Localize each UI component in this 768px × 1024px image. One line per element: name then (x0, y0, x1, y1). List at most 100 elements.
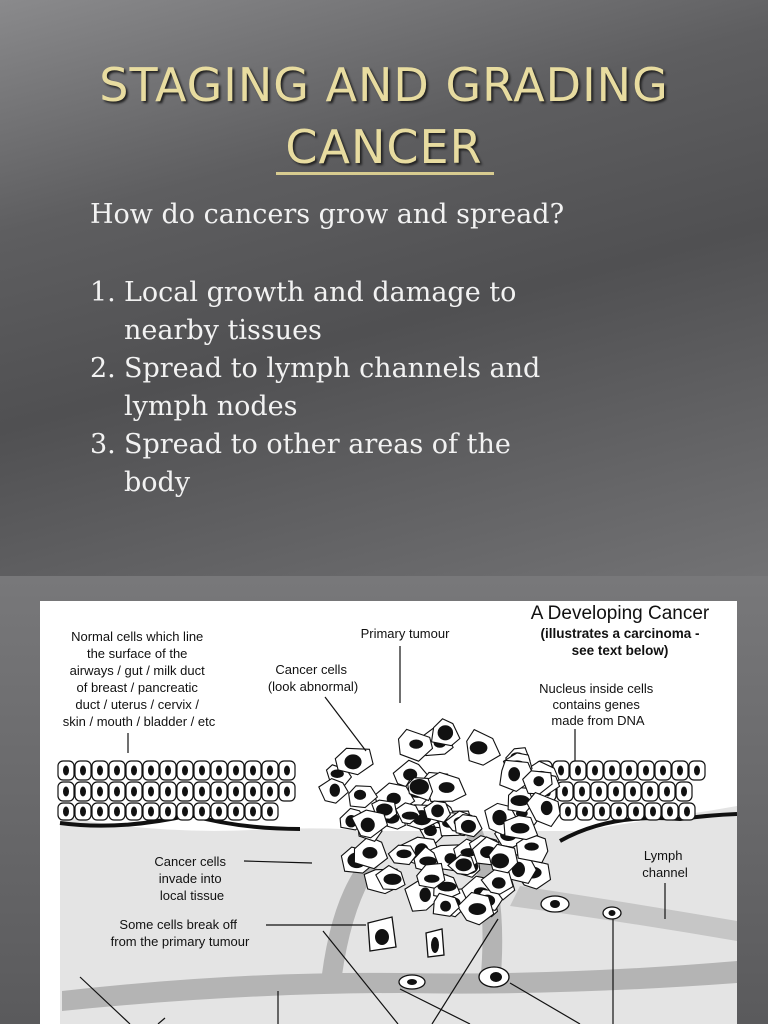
cancer-cell (318, 777, 350, 804)
normal-cell (556, 781, 574, 802)
lymph-channel-label: Lymph channel (642, 848, 688, 880)
cancer-cell (526, 791, 561, 828)
label-line: Some cells break off (119, 917, 237, 932)
cancer-cell (466, 728, 502, 766)
normal-cell (74, 781, 92, 802)
detached-cell (425, 928, 445, 958)
cancer-cell (488, 843, 519, 874)
label-line: (look abnormal) (268, 679, 358, 694)
normal-cell (586, 760, 604, 781)
cancer-cells-label: Cancer cells (look abnormal) (268, 662, 358, 694)
normal-cell (91, 781, 109, 802)
normal-cell (278, 781, 296, 802)
normal-cell (142, 760, 160, 781)
normal-cell (108, 802, 126, 821)
list-text-line: lymph nodes (124, 391, 298, 422)
detached-cell (540, 895, 570, 913)
normal-cell (74, 760, 92, 781)
tumour-cells (318, 718, 561, 926)
normal-cell (176, 781, 194, 802)
normal-cell (125, 781, 143, 802)
cancer-cell (447, 854, 477, 876)
normal-cell (142, 781, 160, 802)
normal-cell (261, 781, 279, 802)
normal-cell (159, 760, 177, 781)
normal-cell (108, 760, 126, 781)
cancer-cell (503, 815, 539, 841)
normal-cell (176, 802, 194, 821)
primary-tumour-label: Primary tumour (361, 626, 451, 641)
normal-cell (57, 781, 75, 802)
cancer-cell (348, 785, 379, 809)
pointer-lines (79, 646, 666, 1024)
normal-cell (108, 781, 126, 802)
cancer-cell (350, 809, 389, 839)
cancer-cell (353, 835, 389, 870)
cancer-cell (507, 786, 535, 814)
normal-cell (610, 802, 628, 821)
normal-cell (227, 781, 245, 802)
label-line: invade into (159, 871, 222, 886)
normal-cell (627, 802, 645, 821)
normal-cell (671, 760, 689, 781)
normal-cell (590, 781, 608, 802)
normal-cell (688, 760, 706, 781)
nucleus-label: Nucleus inside cells contains genes made… (539, 681, 657, 728)
question: How do cancers grow and spread? (90, 199, 565, 230)
detached-cell (602, 906, 622, 920)
normal-cell (624, 781, 642, 802)
blood-vessel (62, 961, 737, 1011)
normal-cell (193, 781, 211, 802)
normal-cell (227, 802, 245, 821)
normal-cell (658, 781, 676, 802)
normal-cell (210, 760, 228, 781)
normal-cell (125, 802, 143, 821)
tissue-region (60, 806, 737, 1024)
normal-cells-label: Normal cells which line the surface of t… (63, 629, 216, 729)
label-line: Cancer cells (275, 662, 347, 677)
label-line: from the primary tumour (111, 934, 250, 949)
normal-cell (227, 760, 245, 781)
vessel-branch (320, 851, 385, 991)
normal-cell (159, 802, 177, 821)
normal-cell (91, 802, 109, 821)
diagram-subtitle-line: see text below) (572, 643, 669, 658)
normal-cell (603, 760, 621, 781)
label-line: duct / uterus / cervix / (75, 697, 199, 712)
list-number: 2. (90, 353, 116, 384)
break-off-label: Some cells break off from the primary tu… (111, 917, 250, 949)
label-line: Nucleus inside cells (539, 681, 654, 696)
label-line: of breast / pancreatic (76, 680, 198, 695)
normal-cells (57, 760, 706, 821)
normal-cell (593, 802, 611, 821)
cancer-cell (515, 833, 549, 864)
list-number: 1. (90, 277, 116, 308)
label-line: channel (642, 865, 688, 880)
normal-cell (573, 781, 591, 802)
cancer-cell (480, 868, 514, 895)
normal-cell (91, 760, 109, 781)
normal-cell (644, 802, 662, 821)
normal-cell (159, 781, 177, 802)
cancer-cell (454, 814, 483, 838)
normal-cell (261, 802, 279, 821)
detached-cell (478, 966, 510, 988)
cancer-cell (395, 802, 421, 825)
cancer-cell (375, 864, 406, 891)
title-line-2: CANCER (285, 120, 483, 174)
cancer-cell (432, 892, 460, 917)
cancer-cell (416, 862, 446, 889)
normal-cell (57, 760, 75, 781)
normal-cell (142, 802, 160, 821)
diagram-title: A Developing Cancer (531, 603, 710, 624)
normal-cell (74, 802, 92, 821)
label-line: Normal cells which line (71, 629, 203, 644)
cancer-cell (423, 800, 452, 823)
cancer-cell (407, 777, 434, 802)
normal-cell (675, 781, 693, 802)
normal-cell (637, 760, 655, 781)
normal-cell (244, 781, 262, 802)
